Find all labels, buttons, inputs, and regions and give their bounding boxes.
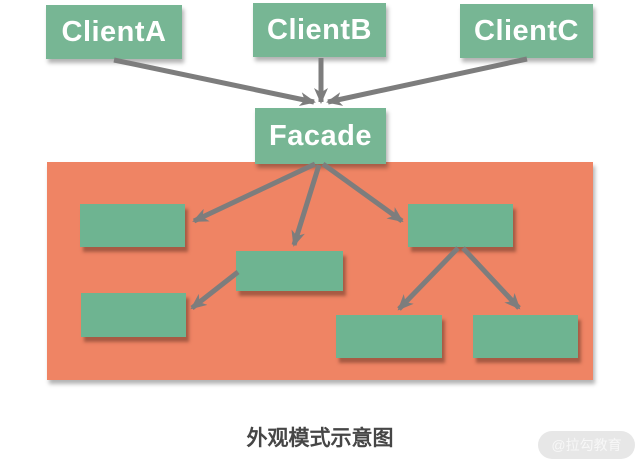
node-client-a: ClientA [46,5,182,59]
arrow-client-a-to-facade [113,57,316,106]
watermark-badge: @拉勾教育 [538,431,635,459]
diagram-caption: 外观模式示意图 [246,427,394,450]
node-client-b: ClientB [253,3,386,57]
subsystem-box-6 [473,315,578,358]
subsystem-box-1 [80,204,185,247]
subsystem-box-5 [336,315,442,358]
node-client-c: ClientC [460,4,593,58]
arrow-client-c-to-facade [326,56,528,106]
node-facade: Facade [255,108,386,164]
subsystem-box-4 [408,204,513,247]
subsystem-box-3 [81,293,186,337]
subsystem-box-2 [236,251,343,291]
